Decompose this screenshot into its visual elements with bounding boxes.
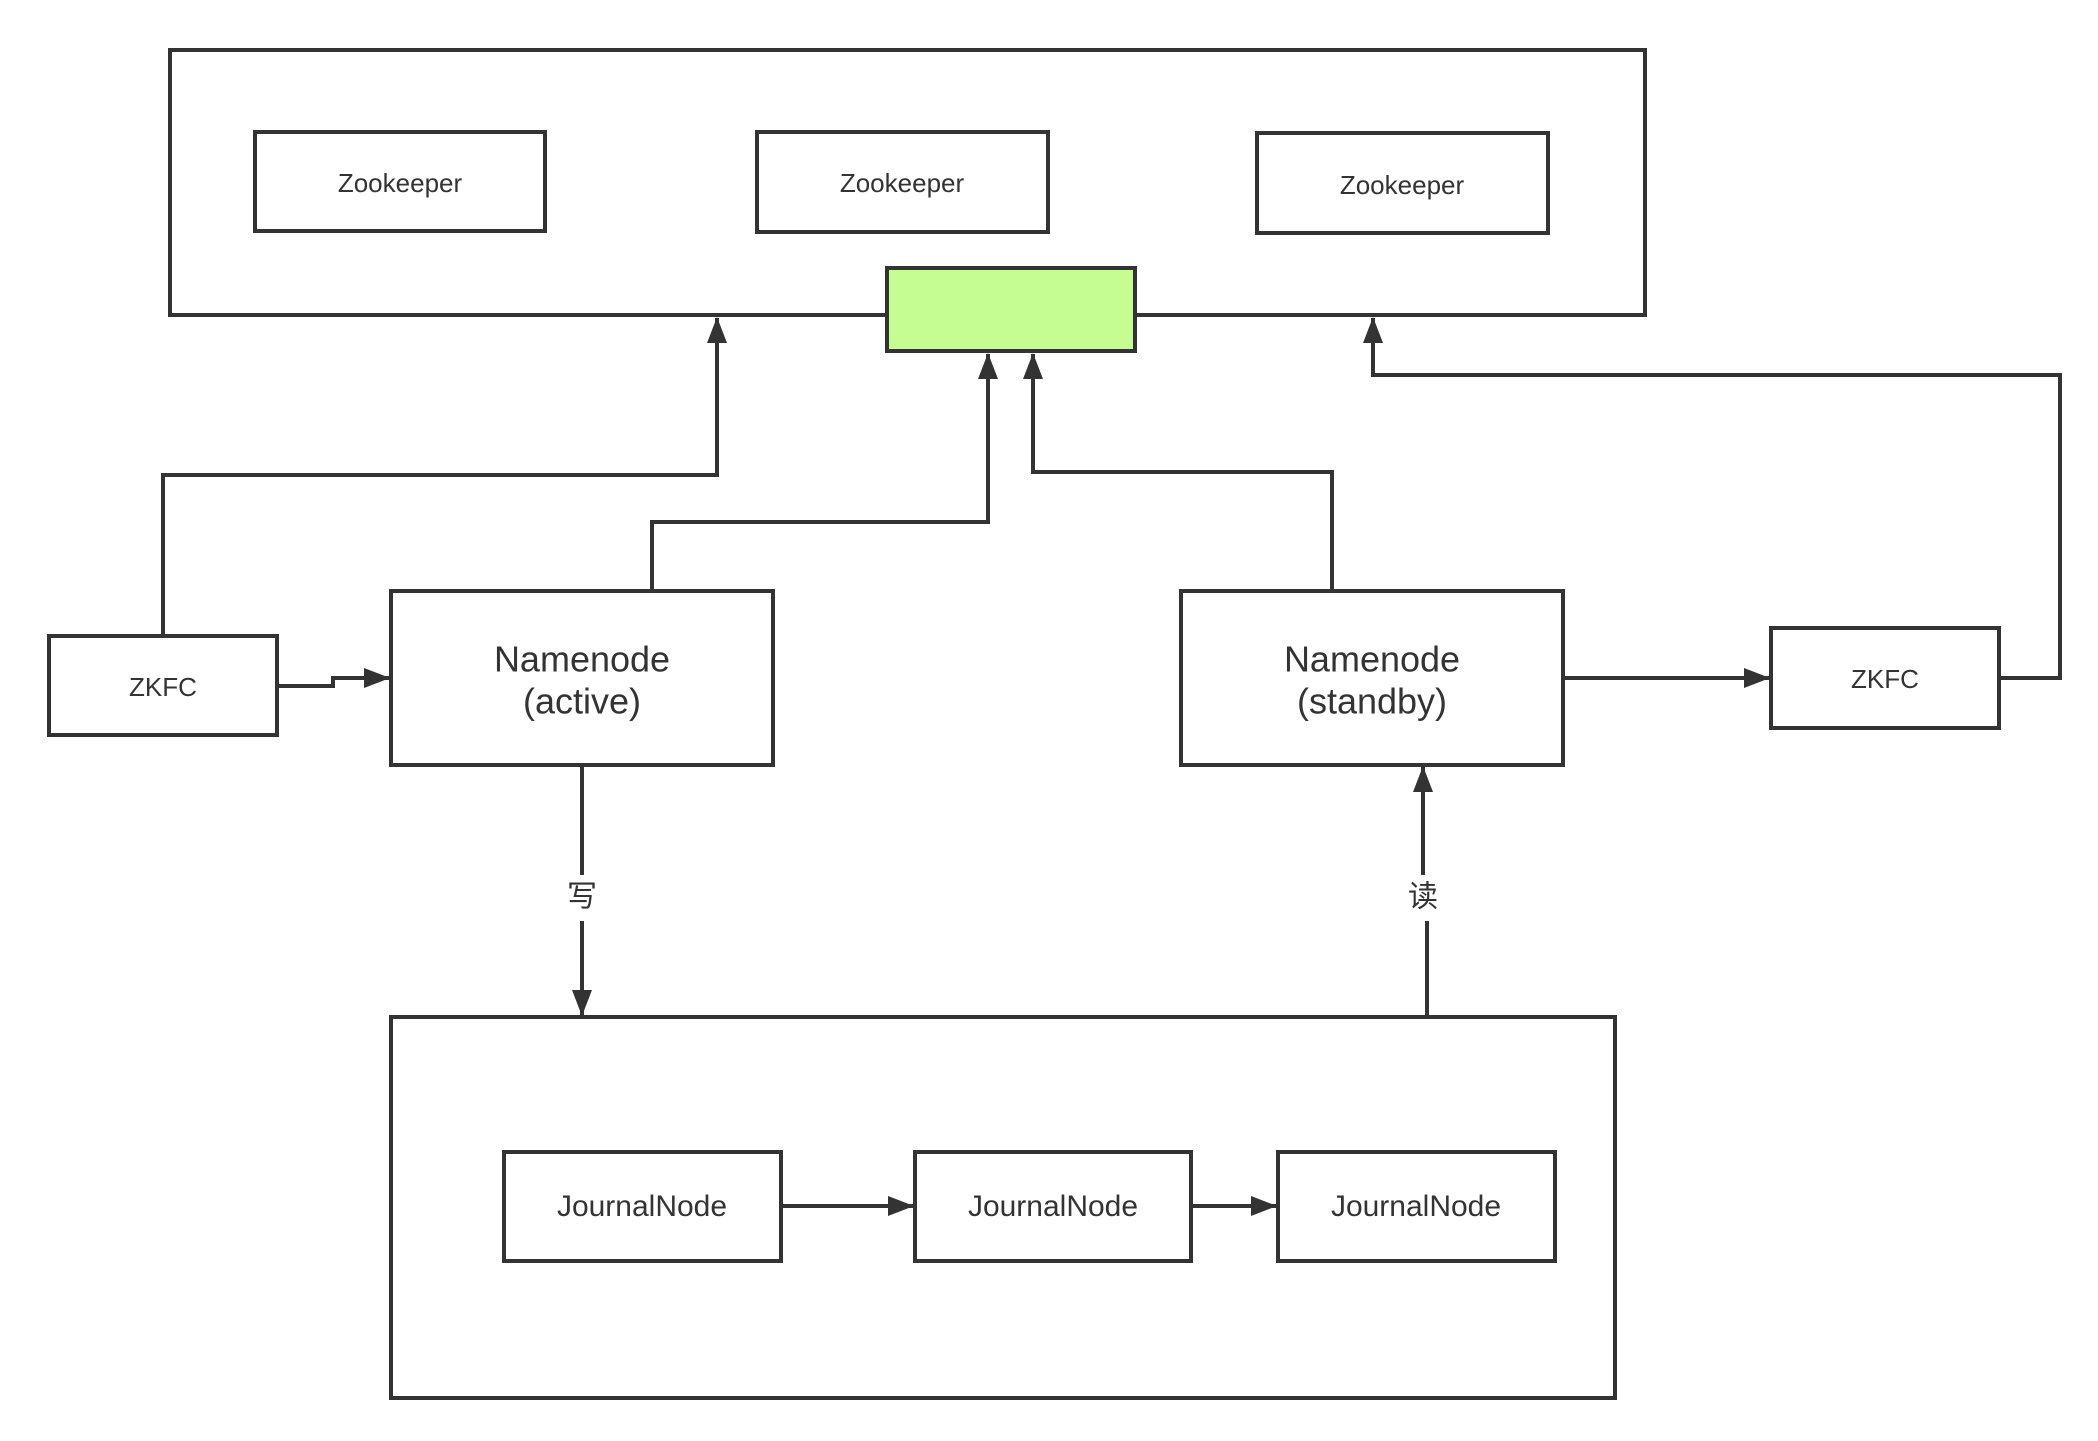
read-label: 读 bbox=[1408, 880, 1438, 915]
zookeeper-lock bbox=[885, 266, 1137, 353]
zookeeper-node-2-label: Zookeeper bbox=[840, 168, 965, 198]
zkfc-left bbox=[47, 634, 279, 737]
write-label-bg bbox=[565, 875, 599, 921]
write-label: 写 bbox=[567, 880, 597, 915]
zookeeper-node-1 bbox=[253, 130, 547, 233]
journal-node-2-label: JournalNode bbox=[968, 1190, 1138, 1223]
edge-namenode-standby-to-lock bbox=[1023, 353, 1334, 591]
edge-namenode-active-to-lock bbox=[650, 353, 998, 591]
zookeeper-node-2 bbox=[755, 130, 1050, 234]
journal-node-1 bbox=[502, 1150, 783, 1263]
zookeeper-node-3-label: Zookeeper bbox=[1340, 170, 1465, 200]
edge-zkfc-left-to-namenode-active bbox=[277, 668, 390, 688]
zookeeper-node-1-label: Zookeeper bbox=[338, 168, 463, 198]
namenode-active-state: (active) bbox=[523, 681, 641, 722]
edge-zkfc-right-to-zookeeper bbox=[1363, 317, 2062, 680]
zkfc-right-label: ZKFC bbox=[1851, 664, 1919, 694]
namenode-standby bbox=[1179, 589, 1565, 767]
zkfc-right bbox=[1769, 626, 2001, 730]
read-label-bg bbox=[1406, 875, 1440, 921]
journal-node-1-label: JournalNode bbox=[557, 1190, 727, 1223]
namenode-active-title: Namenode bbox=[494, 639, 670, 680]
zookeeper-node-3 bbox=[1255, 131, 1550, 235]
namenode-standby-title: Namenode bbox=[1284, 639, 1460, 680]
journal-node-3 bbox=[1276, 1150, 1557, 1263]
namenode-standby-state: (standby) bbox=[1297, 681, 1447, 722]
zkfc-left-label: ZKFC bbox=[129, 672, 197, 702]
edge-zkfc-left-to-zookeeper bbox=[161, 317, 727, 636]
journal-node-3-label: JournalNode bbox=[1331, 1190, 1501, 1223]
